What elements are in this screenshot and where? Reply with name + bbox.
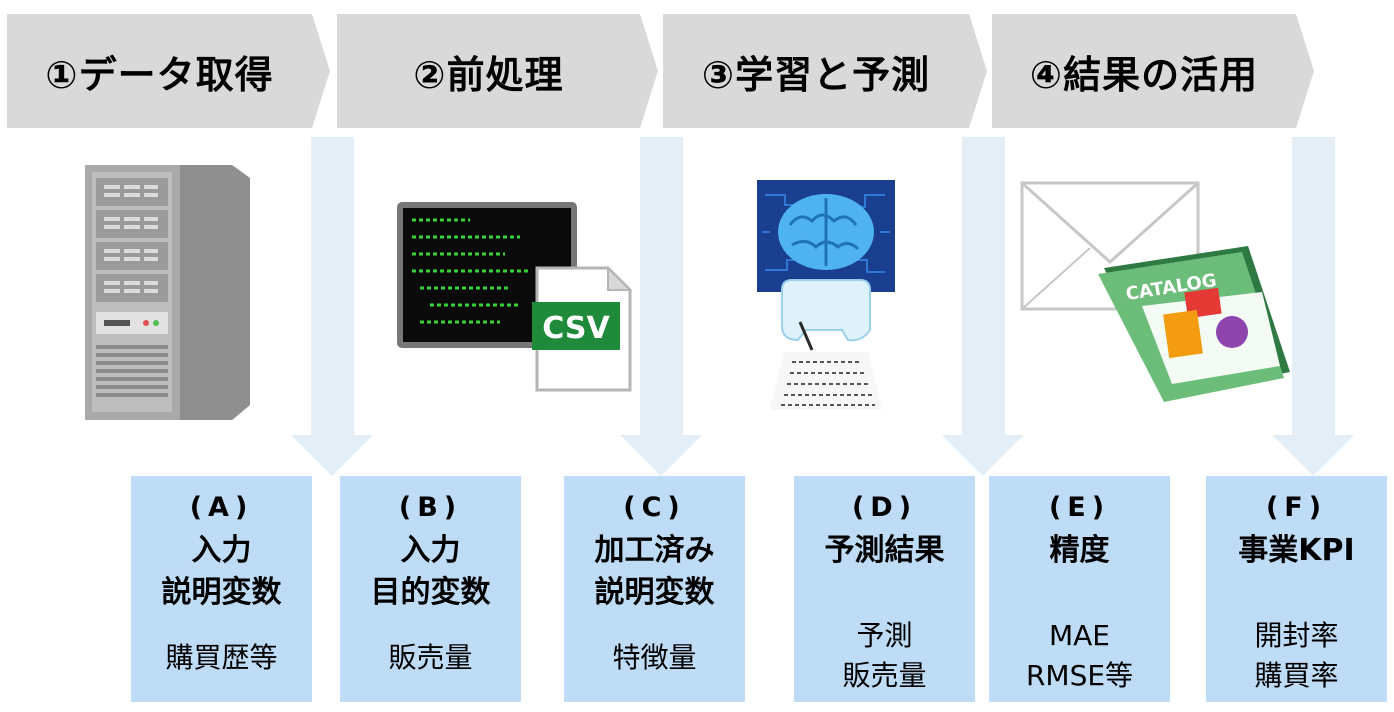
box-a-title: 入力 説明変数 xyxy=(131,530,312,614)
box-d-detail: 予測 販売量 xyxy=(794,616,975,696)
box-e-title: 精度 xyxy=(989,530,1170,572)
down-arrow-4 xyxy=(1272,137,1354,476)
box-b-title-line: 目的変数 xyxy=(370,575,491,610)
box-c-detail-line: 特徴量 xyxy=(612,641,697,674)
box-e-tag: (E) xyxy=(1048,492,1111,523)
box-a-detail: 購買歴等 xyxy=(131,638,312,678)
box-a-title-line: 説明変数 xyxy=(161,575,282,610)
csv-file-icon: CSV xyxy=(532,265,633,392)
box-c-title-line: 加工済み xyxy=(594,533,715,568)
box-a-detail-line: 購買歴等 xyxy=(165,641,278,674)
box-b-title: 入力 目的変数 xyxy=(340,530,521,614)
box-c-title-line: 説明変数 xyxy=(594,575,715,610)
step-label-4: ④結果の活用 xyxy=(1029,52,1259,97)
step-label-1: ①データ取得 xyxy=(45,52,274,97)
box-d-tag: (D) xyxy=(851,492,918,523)
box-f-detail-line: 購買率 xyxy=(1254,659,1339,692)
box-c-title: 加工済み 説明変数 xyxy=(564,530,745,614)
box-d-title: 予測結果 xyxy=(794,530,975,572)
box-d-title-line: 予測結果 xyxy=(824,533,945,568)
box-b: (B) 入力 目的変数 販売量 xyxy=(340,476,521,702)
box-e-title-line: 精度 xyxy=(1049,533,1110,568)
down-arrow-2 xyxy=(620,137,702,476)
catalog-book-icon: CATALOG xyxy=(1098,246,1290,402)
box-c-detail: 特徴量 xyxy=(564,638,745,678)
box-e: (E) 精度 MAE RMSE等 xyxy=(989,476,1170,702)
server-icon xyxy=(85,165,250,420)
box-e-detail: MAE RMSE等 xyxy=(989,616,1170,696)
box-a: (A) 入力 説明変数 購買歴等 xyxy=(131,476,312,702)
box-b-title-line: 入力 xyxy=(400,533,461,568)
step-chevron-2 xyxy=(337,14,658,128)
box-e-detail-line: MAE xyxy=(1048,619,1110,652)
box-b-detail: 販売量 xyxy=(340,638,521,678)
box-a-title-line: 入力 xyxy=(191,533,252,568)
box-b-detail-line: 販売量 xyxy=(388,641,473,674)
box-a-tag: (A) xyxy=(189,492,254,523)
box-f-tag: (F) xyxy=(1265,492,1328,523)
step-label-2: ②前処理 xyxy=(413,52,564,97)
box-d-detail-line: 予測 xyxy=(856,619,913,652)
box-c: (C) 加工済み 説明変数 特徴量 xyxy=(564,476,745,702)
box-b-tag: (B) xyxy=(398,492,463,523)
box-f-title-line: 事業KPI xyxy=(1238,533,1355,568)
box-f-detail-line: 開封率 xyxy=(1254,619,1339,652)
box-d: (D) 予測結果 予測 販売量 xyxy=(794,476,975,702)
step-chevron-1 xyxy=(7,14,330,128)
box-f-detail: 開封率 購買率 xyxy=(1206,616,1387,696)
down-arrow-1 xyxy=(291,137,373,476)
step-label-3: ③学習と予測 xyxy=(701,52,931,97)
step-chevron-4 xyxy=(992,14,1314,128)
step-chevron-3 xyxy=(663,14,987,128)
box-f: (F) 事業KPI 開封率 購買率 xyxy=(1206,476,1387,702)
down-arrow-3 xyxy=(942,137,1024,476)
box-f-title: 事業KPI xyxy=(1206,530,1387,572)
ai-brain-icon xyxy=(757,180,895,410)
csv-label: CSV xyxy=(542,311,610,346)
box-e-detail-line: RMSE等 xyxy=(1025,659,1134,692)
box-d-detail-line: 販売量 xyxy=(842,659,927,692)
box-c-tag: (C) xyxy=(623,492,686,523)
